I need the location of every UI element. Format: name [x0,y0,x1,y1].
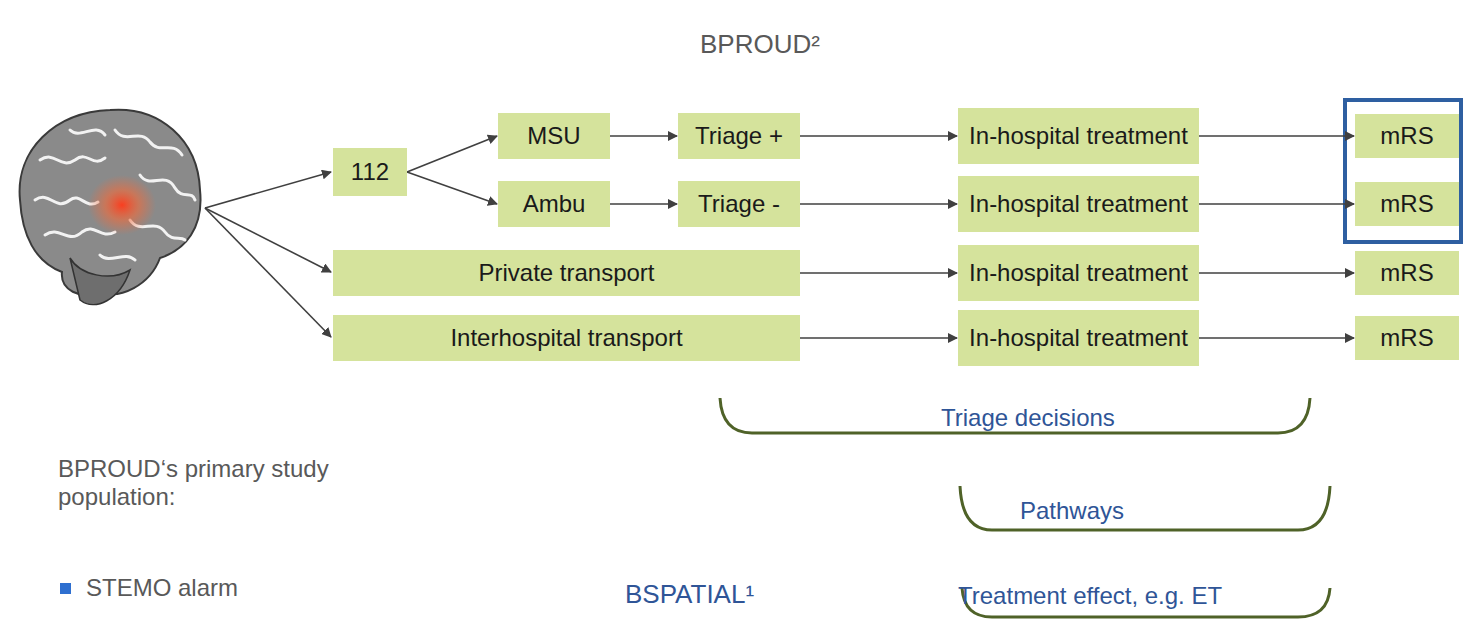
bullet-square [60,583,71,594]
box-text: In-hospital treatment [961,325,1196,350]
brain-illustration [20,110,201,305]
box-text: In-hospital treatment [961,191,1196,216]
bracket-label: Treatment effect, e.g. ET [958,582,1222,610]
onset-arrows [205,172,331,337]
box-text: mRS [1372,325,1441,350]
box-text: mRS [1372,191,1441,216]
box-text: MSU [519,123,588,148]
flow-arrow [800,337,957,339]
study-name: BSPATIAL¹ [625,580,754,610]
process-box: In-hospital treatment [958,245,1199,301]
process-box: In-hospital treatment [958,310,1199,366]
process-box: Private transport [333,250,800,296]
box-text: Interhospital transport [442,325,690,350]
box-text: Ambu [515,191,594,216]
process-box: Interhospital transport [333,315,800,361]
process-box: Ambu [498,181,610,227]
flow-arrow [1199,203,1354,205]
flow-arrow [407,172,497,204]
box-text: 112 [343,159,397,184]
onset-arrow [205,208,331,272]
bullet-text: STEMO alarm [86,574,238,602]
box-text: mRS [1372,123,1441,148]
flow-arrow [1199,135,1354,137]
box-text: In-hospital treatment [961,123,1196,148]
process-box: mRS [1355,251,1459,295]
note-text: BPROUD‘s primary study population: [58,455,358,510]
flow-arrow [610,203,677,205]
bracket [960,486,1330,530]
flow-arrow [610,135,677,137]
flow-arrow [1199,272,1354,274]
flow-arrow [800,135,957,137]
process-box: 112 [333,148,407,196]
box-text: Triage + [687,123,791,148]
process-box: mRS [1355,114,1459,158]
flow-arrow [800,203,957,205]
onset-arrow [205,172,331,208]
process-box: Triage + [678,113,800,159]
onset-arrow [205,208,331,337]
process-box: mRS [1355,316,1459,360]
process-box: MSU [498,113,610,159]
highlight-frame [1345,100,1461,242]
process-box: Triage - [678,181,800,227]
process-box: In-hospital treatment [958,108,1199,164]
box-text: In-hospital treatment [961,260,1196,285]
flow-arrow [1199,337,1354,339]
box-text: Triage - [690,191,788,216]
flow-arrow [407,136,497,172]
process-box: mRS [1355,182,1459,226]
bracket [720,398,1310,433]
box-text: Private transport [470,260,662,285]
bracket-label: Pathways [1020,497,1124,525]
box-text: mRS [1372,260,1441,285]
process-box: In-hospital treatment [958,176,1199,232]
brackets [720,398,1330,617]
bracket-label: Triage decisions [941,404,1115,432]
diagram-title: BPROUD² [700,30,820,60]
flow-arrow [800,272,957,274]
